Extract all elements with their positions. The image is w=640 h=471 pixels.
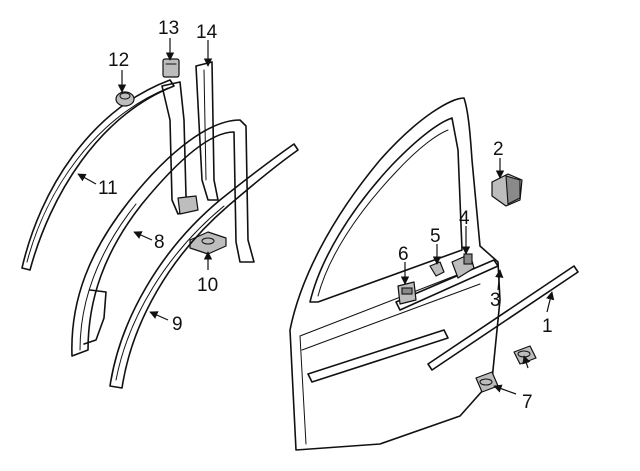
part-9-seal-strip xyxy=(109,143,299,389)
part-10-pad xyxy=(189,231,227,255)
callout-1: 1 xyxy=(542,316,553,337)
part-8-frame-seal xyxy=(71,119,255,357)
part-4-hinge xyxy=(451,253,475,279)
callout-10: 10 xyxy=(197,275,218,296)
part-13-bracket xyxy=(162,58,180,78)
door-shell xyxy=(289,97,501,451)
part-7-clips xyxy=(475,345,537,393)
callout-5: 5 xyxy=(430,226,441,247)
callout-14: 14 xyxy=(196,22,218,43)
door-lower-molding xyxy=(307,329,449,383)
callout-labels: 1 2 3 4 5 6 7 8 9 10 11 12 13 14 xyxy=(98,18,553,413)
callout-3: 3 xyxy=(490,290,501,311)
part-6-bracket xyxy=(397,281,417,305)
callout-11: 11 xyxy=(98,178,118,199)
callout-4: 4 xyxy=(459,208,470,229)
part-14-pillar-trim xyxy=(195,61,219,201)
callout-leaders xyxy=(77,38,555,395)
part-2-bracket xyxy=(491,173,523,207)
callout-9: 9 xyxy=(172,314,183,335)
callout-13: 13 xyxy=(158,18,179,39)
callout-12: 12 xyxy=(108,50,129,71)
callout-2: 2 xyxy=(493,139,504,160)
callout-8: 8 xyxy=(154,232,165,253)
callout-7: 7 xyxy=(522,392,533,413)
part-12-clip xyxy=(115,91,135,107)
part-5-clip xyxy=(429,261,445,277)
part-1-side-molding xyxy=(427,265,579,371)
pillar-cover xyxy=(161,81,199,215)
callout-6: 6 xyxy=(398,244,409,265)
